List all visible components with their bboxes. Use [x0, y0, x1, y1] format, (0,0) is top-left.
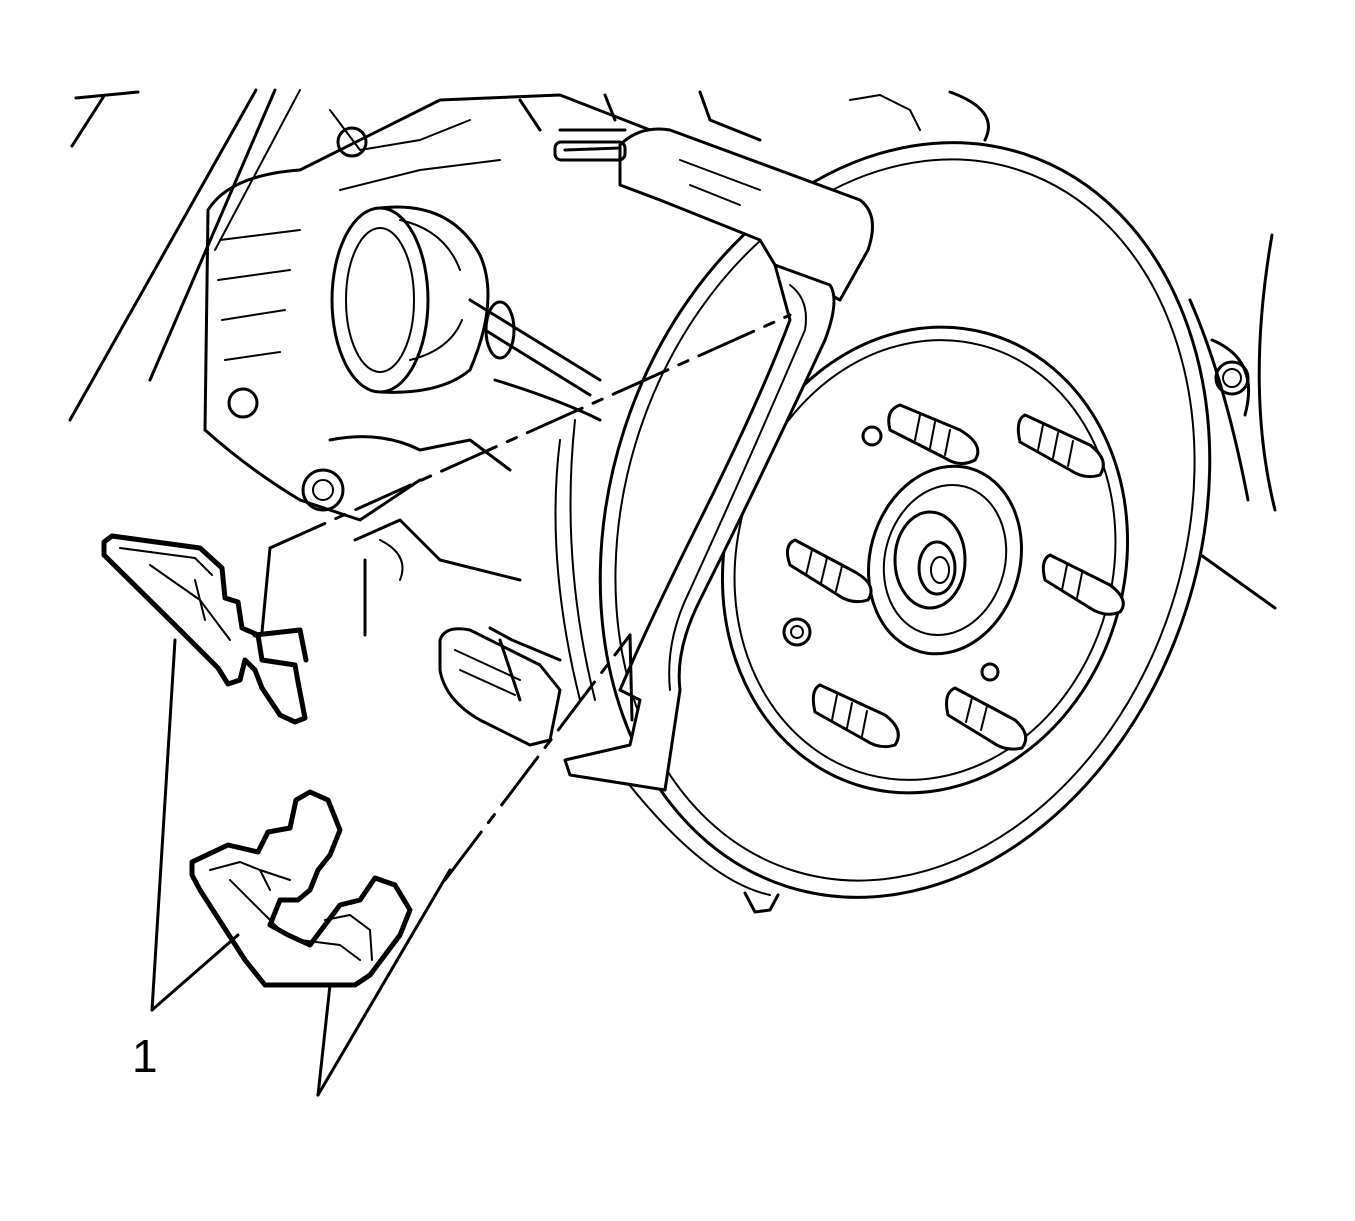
installation-centerlines [260, 313, 792, 882]
upper-abutment-clip [101, 533, 309, 725]
frame-lines [68, 88, 1277, 610]
callout-leader-lines [150, 638, 452, 1097]
callout-label-1: 1 [132, 1030, 158, 1082]
wheel-studs [785, 403, 1125, 751]
axle-boot [330, 205, 602, 397]
lower-abutment-clip [189, 789, 413, 988]
orientation-mark [70, 90, 140, 148]
caliper-bracket [438, 127, 874, 792]
suspension-components [203, 90, 921, 637]
